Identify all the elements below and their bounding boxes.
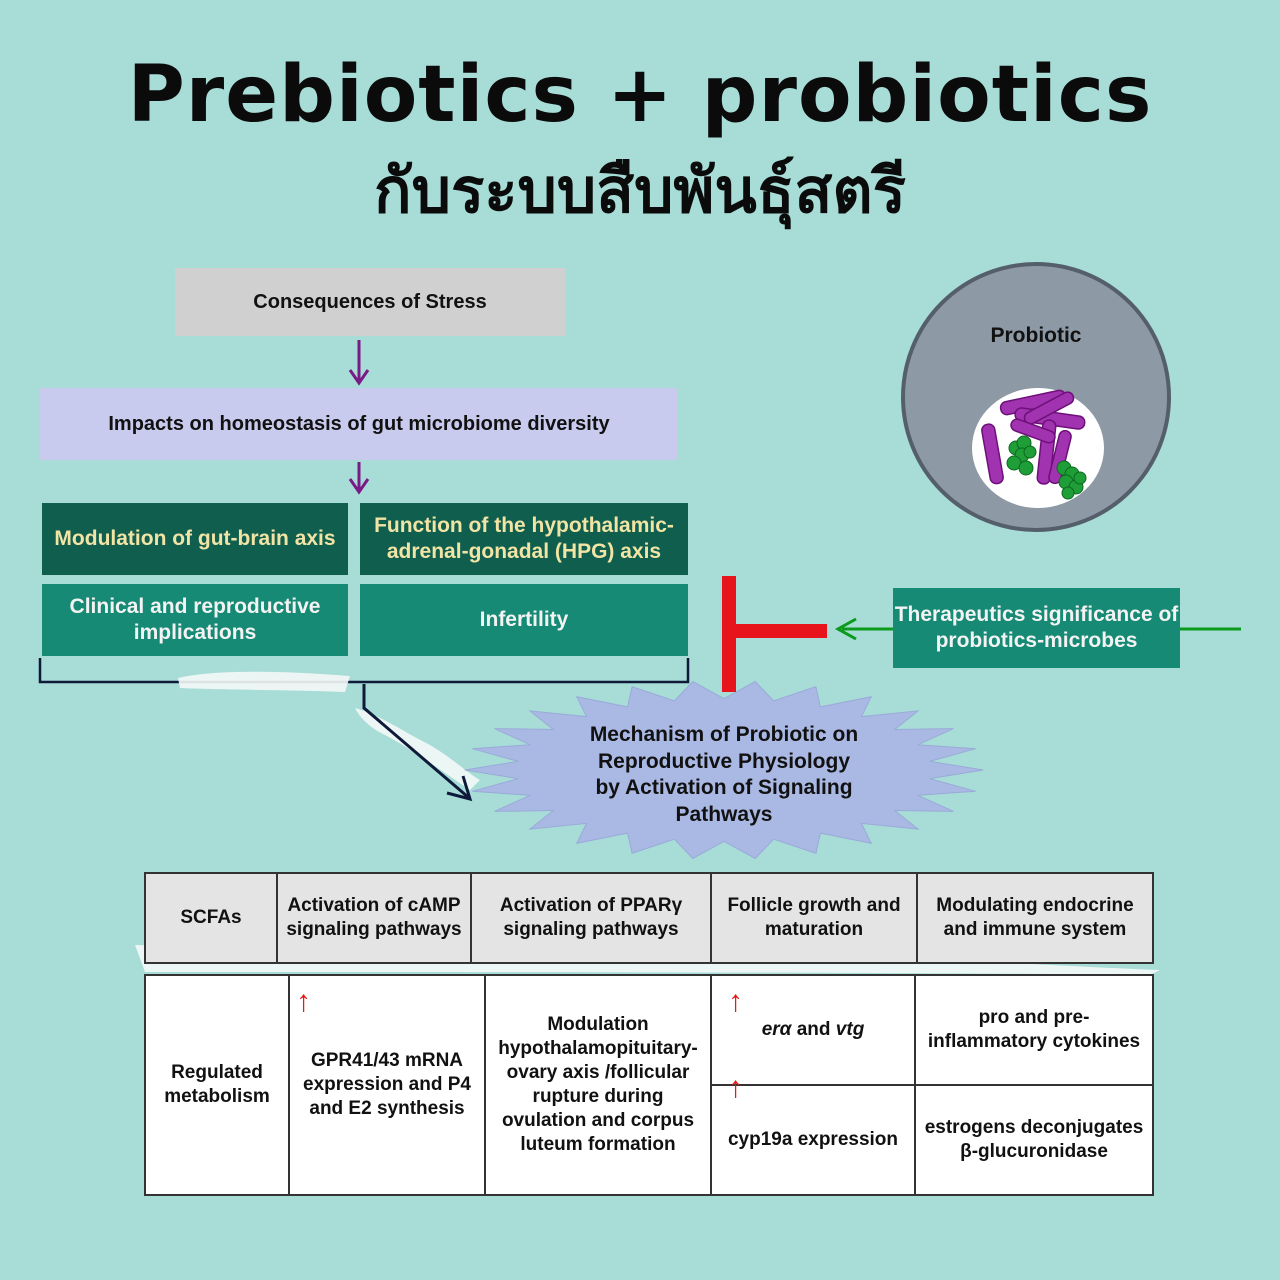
arrow-gut-to-effects [348, 462, 370, 495]
gut-microbiome-box: Impacts on homeostasis of gut microbiome… [40, 388, 678, 460]
cell-endocrine-top: pro and pre-inflammatory cytokines [914, 974, 1154, 1086]
inhibition-symbol [722, 576, 827, 692]
header-scfas: SCFAs [144, 872, 278, 964]
cell-ppar: Modulation hypothalamopituitary-ovary ax… [484, 974, 712, 1196]
cell-follicle-top: ↑ erα and vtg [710, 974, 916, 1086]
thai-subtitle: กับระบบสืบพันธุ์สตรี [374, 154, 906, 227]
era-text: erα [761, 1019, 792, 1040]
cell-scfa: Regulated metabolism [144, 974, 290, 1196]
stress-label: Consequences of Stress [253, 291, 487, 313]
up-arrow-icon: ↑ [296, 985, 311, 1018]
header-follicle: Follicle growth and maturation [710, 872, 918, 964]
and-text: and [791, 1019, 836, 1040]
cyp19a-text: cyp19a expression [727, 1129, 899, 1150]
bacteria-illustration [981, 389, 1087, 500]
clinical-box: Clinical and reproductive implications [42, 584, 348, 656]
hpg-axis-box: Function of the hypothalamic-adrenal-gon… [360, 503, 688, 575]
camp-text: GPR41/43 mRNA expression and P4 and E2 s… [303, 1050, 471, 1119]
hpg-label: Function of the hypothalamic-adrenal-gon… [374, 514, 674, 563]
header-ppar: Activation of PPARγ signaling pathways [470, 872, 712, 964]
gut-label: Impacts on homeostasis of gut microbiome… [108, 413, 610, 435]
gut-brain-box: Modulation of gut-brain axis [42, 503, 348, 575]
therapeutics-box: Therapeutics significance of probiotics-… [893, 588, 1180, 668]
up-arrow-icon: ↑ [728, 985, 743, 1018]
arrow-stress-to-gut [348, 340, 370, 386]
up-arrow-icon: ↑ [728, 1071, 743, 1104]
stress-box: Consequences of Stress [175, 268, 565, 336]
mechanism-starburst [464, 680, 984, 860]
header-camp: Activation of cAMP signaling pathways [276, 872, 472, 964]
clinical-label: Clinical and reproductive implications [69, 595, 321, 644]
vtg-text: vtg [835, 1019, 865, 1040]
cell-follicle-bottom: ↑ cyp19a expression [710, 1073, 916, 1196]
pathway-header-table: SCFAs Activation of cAMP signaling pathw… [144, 872, 1154, 964]
header-endocrine: Modulating endocrine and immune system [916, 872, 1154, 964]
main-title: Prebiotics + probiotics [127, 50, 1153, 140]
arrow-to-mechanism [362, 684, 473, 802]
cell-endocrine-bottom: estrogens deconjugates β-glucuronidase [914, 1084, 1154, 1196]
gut-brain-label: Modulation of gut-brain axis [54, 527, 336, 550]
infertility-label: Infertility [479, 608, 569, 631]
cell-camp: ↑ GPR41/43 mRNA expression and P4 and E2… [288, 974, 486, 1196]
green-arrow [834, 617, 1241, 641]
pathway-effects-table: Regulated metabolism ↑ GPR41/43 mRNA exp… [144, 974, 1154, 1196]
bracket [38, 658, 690, 684]
probiotic-label: Probiotic [990, 324, 1082, 347]
mechanism-label: Mechanism of Probiotic on Reproductive P… [589, 723, 859, 826]
therapeutics-label: Therapeutics significance of probiotics-… [894, 603, 1179, 652]
infertility-box: Infertility [360, 584, 688, 656]
